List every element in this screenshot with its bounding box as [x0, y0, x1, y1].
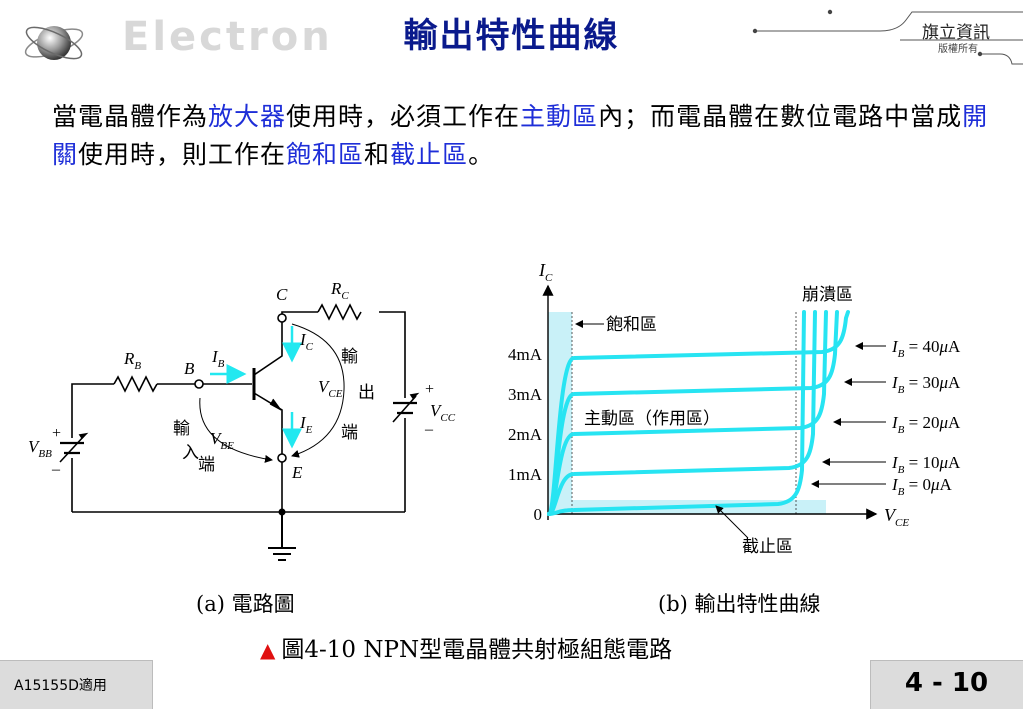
y-tick-label: 0: [534, 505, 543, 524]
y-tick-label: 1mA: [508, 465, 543, 484]
intro-highlight: 截止區: [390, 140, 469, 169]
header-decoration: [752, 9, 1023, 65]
label-input-1: 輸: [173, 419, 190, 438]
label-ic: IC: [299, 330, 314, 353]
terminal-b: [194, 379, 204, 389]
footer-left-panel: [0, 660, 153, 709]
intro-highlight: 開關: [52, 102, 989, 169]
label-vbb: VBB: [28, 437, 52, 460]
transistor-collector: [253, 322, 283, 376]
curve-label: IB = 10μA: [891, 453, 961, 476]
intro-text: 。: [468, 140, 495, 169]
battery-vbb: [60, 441, 84, 455]
ib-curve: [547, 310, 850, 516]
caption-circuit: (a) 電路圖: [196, 592, 295, 616]
figure-caption-text: 圖4-10 NPN型電晶體共射極組態電路: [281, 637, 673, 663]
vbe-arrow: [199, 397, 273, 463]
y-tick-label: 2mA: [508, 425, 543, 444]
y-axis-label: IC: [538, 260, 553, 284]
region-cutoff-label: 截止區: [742, 537, 793, 556]
vce-arrow: [291, 323, 345, 458]
transistor-emitter: [253, 392, 283, 454]
vbb-plus: +: [52, 425, 61, 442]
label-node-b: B: [184, 359, 195, 378]
battery-vbb-variable: [59, 435, 85, 463]
label-output-2: 出: [358, 383, 375, 402]
wire-left-top: [71, 383, 114, 438]
wire-right-top: [379, 311, 406, 398]
label-vcc: VCC: [430, 401, 456, 424]
label-input-2: 入: [182, 443, 199, 462]
y-tick-label: 3mA: [508, 385, 543, 404]
label-input-3: 端: [198, 455, 215, 474]
terminal-e: [277, 453, 287, 463]
intro-text: 內；而電晶體在數位電路中當成: [598, 102, 963, 131]
curve-label: IB = 40μA: [891, 337, 961, 360]
intro-text: 使用時，則工作在: [78, 140, 287, 169]
resistor-rb: [113, 375, 158, 393]
footer-course-code: A15155D適用: [14, 678, 107, 694]
circuit-diagram: [59, 303, 420, 561]
intro-highlight: 飽和區: [286, 140, 365, 169]
label-vbe: VBE: [210, 429, 234, 452]
region-breakdown-label: 崩潰區: [802, 285, 853, 304]
region-saturation-label: 飽和區: [606, 315, 657, 334]
label-rb: RB: [123, 349, 141, 372]
publisher-name: 旗立資訊: [922, 23, 990, 43]
intro-text: 和: [364, 140, 391, 169]
region-active-label: 主動區（作用區）: [584, 409, 720, 428]
intro-paragraph: 當電晶體作為放大器使用時，必須工作在主動區內；而電晶體在數位電路中當成開關使用時…: [52, 98, 992, 174]
battery-vcc-variable: [392, 395, 417, 423]
globe-logo-icon: [24, 26, 84, 60]
vbb-minus: –: [51, 461, 61, 478]
label-node-e: E: [291, 463, 303, 482]
footer-right-panel: [870, 660, 1023, 709]
ground-icon: [268, 512, 296, 561]
vcc-minus: –: [424, 421, 434, 438]
label-output-3: 端: [341, 423, 358, 442]
label-output-1: 輸: [341, 347, 358, 366]
battery-vcc: [393, 401, 417, 415]
label-rc: RC: [330, 279, 349, 302]
vcc-plus: +: [425, 381, 434, 398]
watermark-text: Electron: [122, 14, 333, 60]
resistor-rc: [317, 303, 362, 321]
label-ib: IB: [211, 347, 225, 370]
wire-collector-top: [281, 311, 318, 316]
intro-text: 當電晶體作為: [52, 102, 209, 131]
terminal-c: [277, 313, 287, 323]
label-node-c: C: [276, 285, 288, 304]
label-vce: VCE: [318, 377, 343, 400]
y-tick-label: 4mA: [508, 345, 543, 364]
intro-highlight: 主動區: [520, 102, 599, 131]
triangle-icon: ▲: [260, 638, 276, 662]
x-axis-label: VCE: [884, 505, 909, 529]
junction-dot: [278, 508, 286, 516]
curve-label: IB = 30μA: [891, 373, 961, 396]
caption-chart: (b) 輸出特性曲線: [658, 592, 821, 616]
curve-label: IB = 20μA: [891, 413, 961, 436]
intro-highlight: 放大器: [208, 102, 287, 131]
publisher-rights: 版權所有: [938, 44, 978, 55]
ib-curve: [547, 310, 806, 516]
curve-label: IB = 0μA: [891, 475, 953, 498]
page-title: 輸出特性曲線: [403, 16, 620, 56]
label-ie: IE: [299, 413, 313, 436]
intro-text: 使用時，必須工作在: [286, 102, 521, 131]
page-number: 4 - 10: [904, 668, 989, 698]
figure-caption: ▲圖4-10 NPN型電晶體共射極組態電路: [260, 630, 672, 664]
